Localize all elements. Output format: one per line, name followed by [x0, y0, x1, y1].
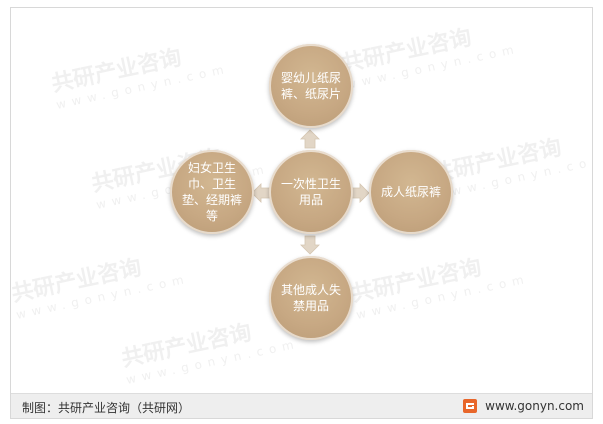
node-bottom: 其他成人失禁用品: [269, 256, 353, 340]
arrow-left: [251, 183, 271, 203]
node-center: 一次性卫生用品: [269, 150, 353, 234]
node-top-label: 婴幼儿纸尿裤、纸尿片: [281, 71, 342, 101]
source-caption: 制图：共研产业咨询（共研网）: [22, 401, 191, 415]
footer-bar: 制图：共研产业咨询（共研网） www.gonyn.com: [11, 393, 592, 418]
node-bottom-label: 其他成人失禁用品: [281, 283, 342, 313]
arrow-right: [350, 183, 370, 203]
node-left: 妇女卫生巾、卫生垫、经期裤等: [170, 150, 254, 234]
node-right: 成人纸尿裤: [369, 150, 453, 234]
gonyn-logo-icon: [463, 399, 478, 413]
node-top: 婴幼儿纸尿裤、纸尿片: [269, 44, 353, 128]
website-credit: www.gonyn.com: [463, 399, 584, 413]
arrow-down: [300, 235, 320, 255]
node-center-label: 一次性卫生用品: [281, 177, 342, 207]
node-left-label: 妇女卫生巾、卫生垫、经期裤等: [182, 161, 243, 223]
node-right-label: 成人纸尿裤: [381, 185, 442, 199]
arrow-up: [300, 129, 320, 149]
website-link[interactable]: www.gonyn.com: [485, 399, 584, 413]
